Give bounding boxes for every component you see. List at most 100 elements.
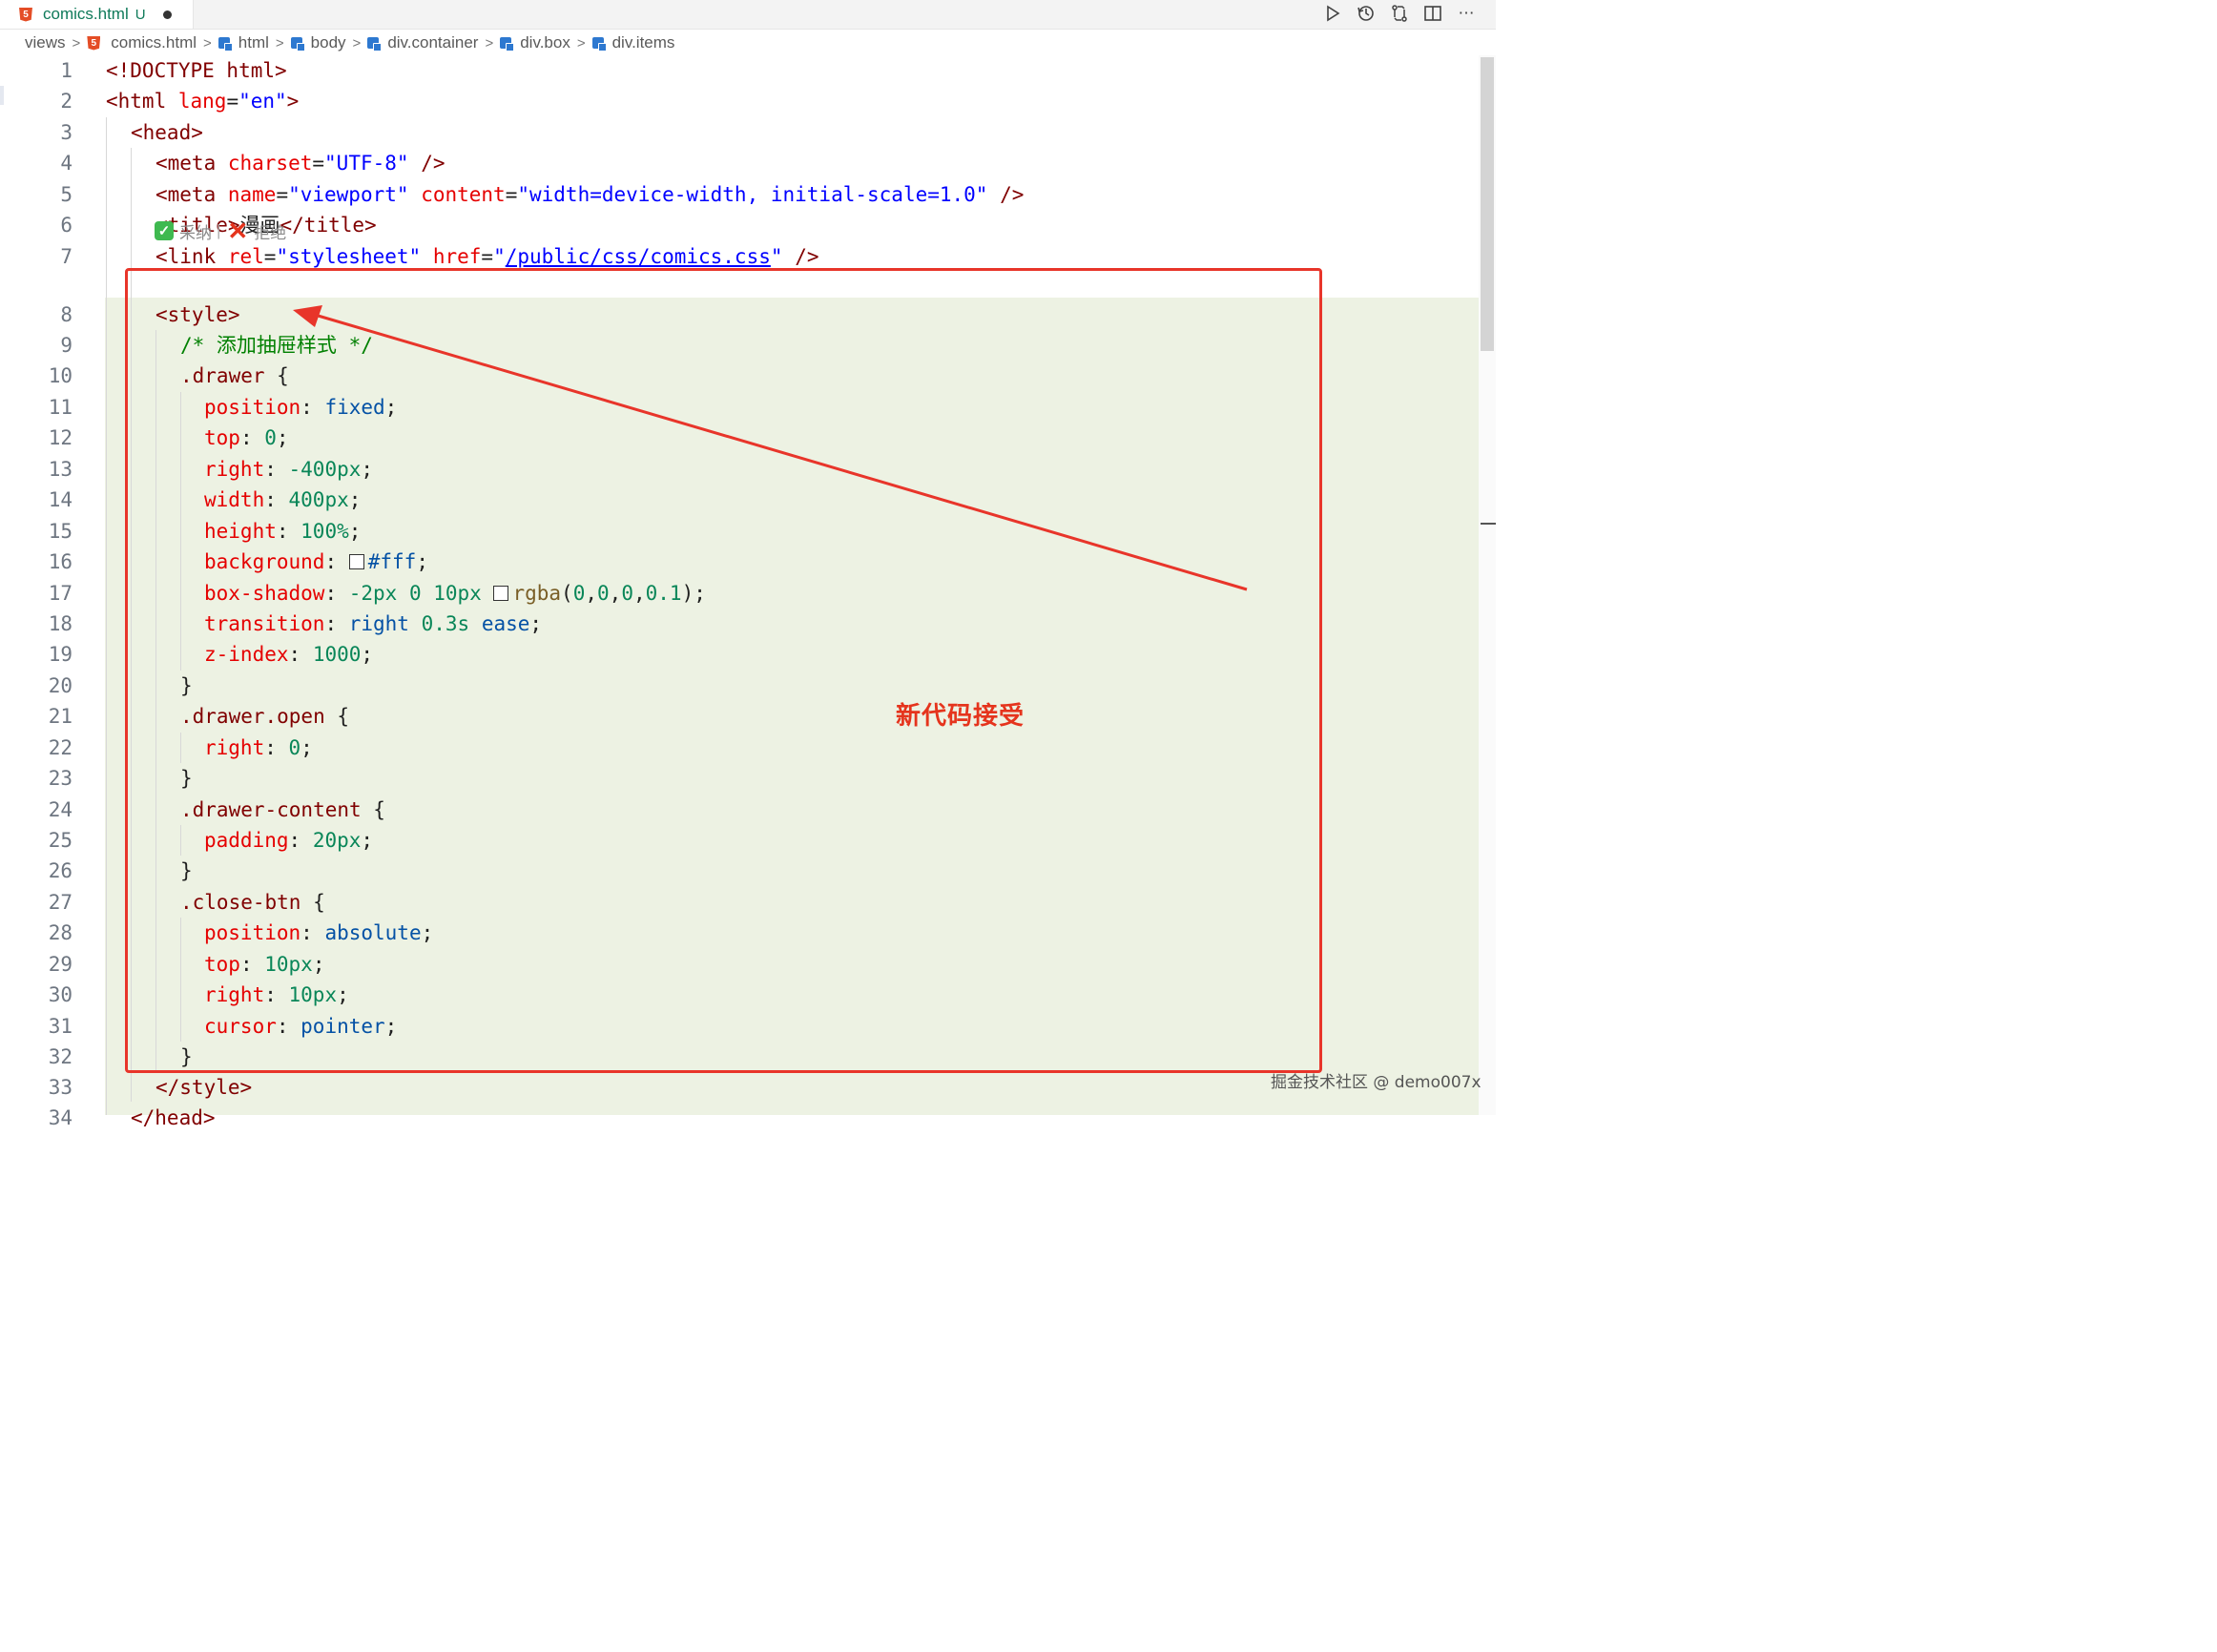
breadcrumb-div-container[interactable]: div.container: [367, 33, 478, 52]
code-line[interactable]: 5<meta name="viewport" content="width=de…: [0, 179, 1479, 210]
compare-changes-icon[interactable]: [1389, 3, 1410, 24]
code-line[interactable]: 1<!DOCTYPE html>: [0, 55, 1479, 86]
code-token: .drawer: [180, 364, 265, 387]
code-token: 400px: [288, 488, 349, 511]
breadcrumb-body[interactable]: body: [290, 33, 346, 52]
code-token: href: [432, 245, 482, 268]
code-token: 0.1: [645, 582, 682, 605]
code-text: width: 400px;: [204, 485, 361, 515]
code-line[interactable]: 21.drawer.open {: [0, 701, 1479, 732]
code-token: position: [204, 921, 301, 944]
annotation-label: 新代码接受: [896, 702, 1026, 731]
editor-tab-comics-html[interactable]: 5 comics.html U: [0, 0, 194, 29]
indent-guide: [180, 918, 181, 1042]
code-token: "width=device-width, initial-scale=1.0": [517, 183, 988, 206]
code-token: :: [300, 921, 325, 944]
code-token: <html: [106, 90, 178, 113]
code-text: </style>: [155, 1072, 252, 1103]
split-editor-icon[interactable]: [1422, 3, 1443, 24]
code-token: :: [288, 829, 313, 852]
code-line[interactable]: 3<head>: [0, 117, 1479, 148]
code-token: background: [204, 550, 325, 573]
code-line[interactable]: 7<link rel="stylesheet" href="/public/cs…: [0, 241, 1479, 272]
code-text: <html lang="en">: [106, 86, 299, 116]
code-token: ;: [384, 396, 398, 419]
code-line[interactable]: 2<html lang="en">: [0, 86, 1479, 116]
code-line[interactable]: 20}: [0, 671, 1479, 701]
code-line[interactable]: 4<meta charset="UTF-8" />: [0, 148, 1479, 178]
code-token: content: [421, 183, 506, 206]
code-token: ,: [632, 582, 646, 605]
line-number: 16: [48, 550, 73, 573]
line-number: 8: [60, 303, 73, 326]
inserted-code-highlight: [105, 298, 1479, 1115]
code-token: 0: [597, 582, 610, 605]
breadcrumb-html[interactable]: html: [218, 33, 269, 52]
code-token: :: [264, 736, 289, 759]
code-line[interactable]: 27.close-btn {: [0, 887, 1479, 918]
unsaved-dot-icon[interactable]: [162, 10, 172, 19]
run-icon[interactable]: [1322, 3, 1343, 24]
code-token: =: [276, 183, 289, 206]
code-token: ,: [585, 582, 598, 605]
code-line[interactable]: 34</head>: [0, 1103, 1479, 1133]
history-icon[interactable]: [1356, 3, 1377, 24]
checkmark-icon[interactable]: ✓: [155, 221, 174, 240]
code-line[interactable]: 10.drawer {: [0, 361, 1479, 391]
code-token: 20px: [312, 829, 362, 852]
code-line[interactable]: 33</style>: [0, 1072, 1479, 1103]
line-number: 14: [48, 488, 73, 511]
code-line[interactable]: 24.drawer-content {: [0, 795, 1479, 825]
reject-button[interactable]: 拒绝: [254, 223, 287, 242]
code-token: :: [264, 458, 289, 481]
line-number: 11: [48, 396, 73, 419]
breadcrumb-views[interactable]: views: [25, 33, 66, 52]
code-token: <head>: [131, 121, 203, 144]
accept-button[interactable]: 采纳: [179, 223, 212, 242]
indent-guide: [106, 117, 107, 1115]
chevron-right-icon: >: [485, 34, 494, 52]
code-token: 100%: [300, 520, 349, 543]
scrollbar-thumb[interactable]: [1481, 57, 1494, 351]
code-token: :: [324, 582, 349, 605]
indent-guide: [131, 148, 132, 1102]
code-line[interactable]: 14 width: 400px;: [0, 485, 1479, 515]
code-token: }: [180, 767, 193, 790]
code-line[interactable]: 9/* 添加抽屉样式 */: [0, 330, 1479, 361]
code-token: =: [481, 245, 494, 268]
code-line[interactable]: 8 <style>: [0, 299, 1479, 330]
indent-guide: [155, 330, 156, 1072]
more-icon[interactable]: ⋯: [1458, 4, 1475, 22]
code-line[interactable]: 32}: [0, 1042, 1479, 1072]
code-token: :: [264, 983, 289, 1006]
code-token: 0: [264, 426, 277, 449]
code-line[interactable]: 26}: [0, 856, 1479, 886]
close-icon[interactable]: ✕: [227, 217, 249, 245]
code-token: <style>: [155, 303, 240, 326]
code-token: right: [204, 458, 265, 481]
breadcrumb-div-items[interactable]: div.items: [591, 33, 674, 52]
breadcrumb-div-box[interactable]: div.box: [500, 33, 570, 52]
code-token: "viewport": [288, 183, 409, 206]
code-editor[interactable]: 1<!DOCTYPE html>2<html lang="en">3<head>…: [0, 55, 1479, 1129]
code-token: :: [324, 550, 349, 573]
code-line[interactable]: 23}: [0, 763, 1479, 794]
chevron-right-icon: >: [352, 34, 362, 52]
annotation-highlight-box: [125, 268, 1322, 1073]
code-token: ;: [276, 426, 289, 449]
